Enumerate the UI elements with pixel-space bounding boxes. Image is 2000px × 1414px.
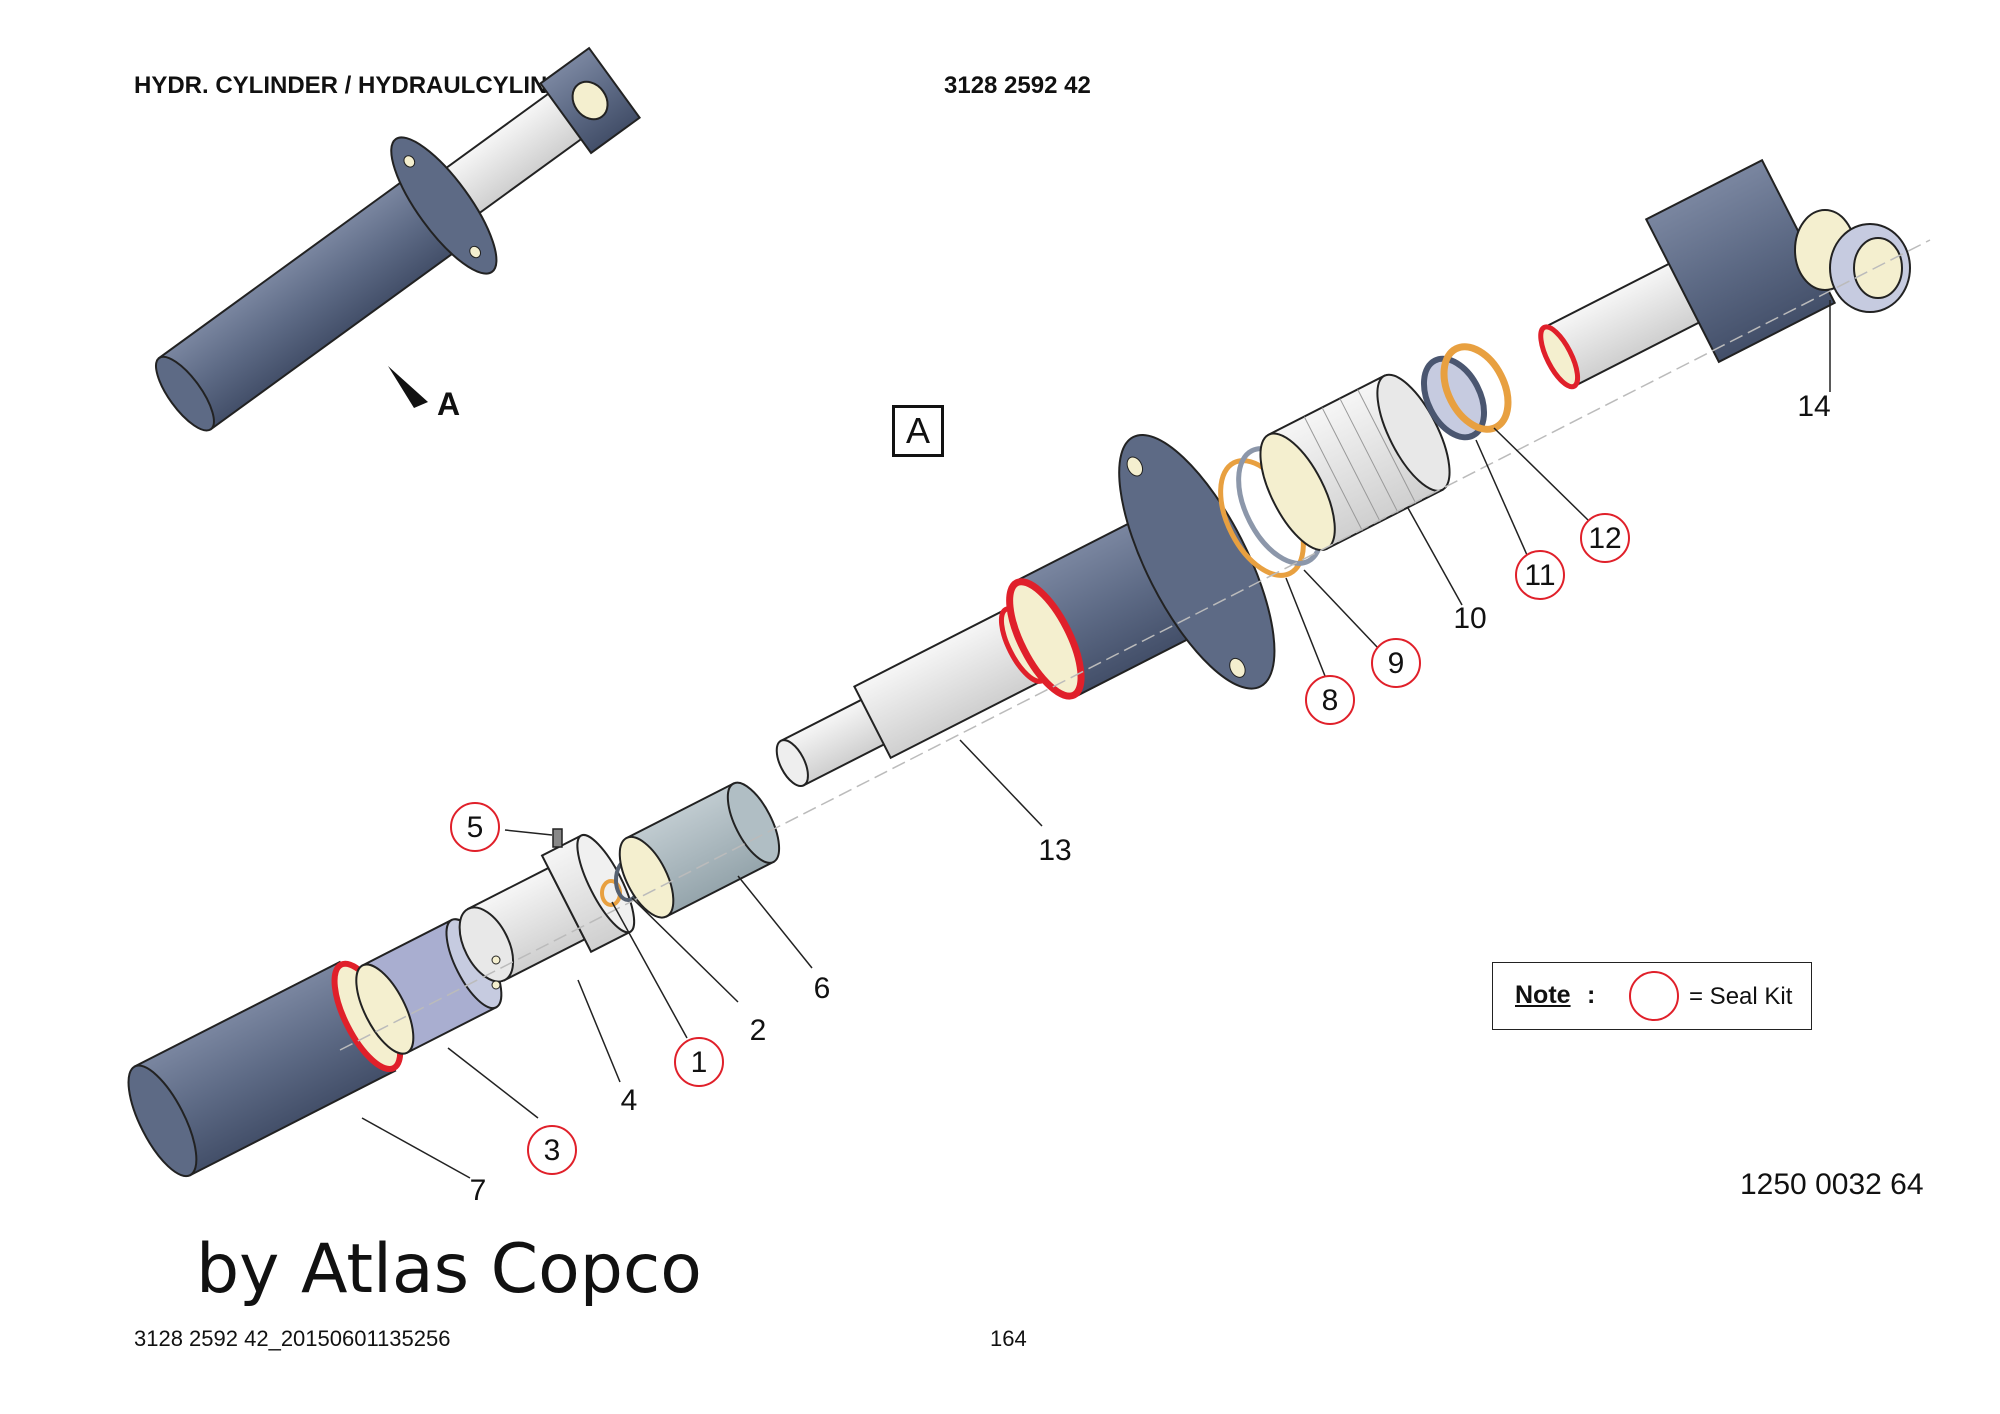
part-label-12: 12 [1588,522,1621,555]
note-text: = Seal Kit [1689,983,1793,1010]
part-label-14: 14 [1797,390,1830,423]
center-axis-line [339,239,1931,1051]
note-label: Note [1515,981,1571,1009]
leader-lines [361,300,1831,1179]
drawing-number: 1250 0032 64 [1740,1168,1924,1201]
overview-barrel-end [155,355,215,432]
part-label-1: 1 [691,1046,708,1079]
overview-barrel [157,174,464,431]
part-13-piston-rod [775,606,1050,787]
seal-kit-circle-1 [674,1037,724,1087]
seal-kit-circle-9 [1371,638,1421,688]
part-label-6: 6 [814,972,831,1005]
seal-kit-circle-8 [1305,675,1355,725]
part-label-7: 7 [470,1174,487,1207]
overview-flange [390,136,498,275]
diagram-title: HYDR. CYLINDER / HYDRAULCYLINDER [134,72,599,99]
footer-file-id: 3128 2592 42_20150601135256 [134,1326,451,1351]
part-6-sleeve [618,781,781,919]
cylinder-head-housing [1006,433,1276,700]
watermark-text: by Atlas Copco [196,1230,702,1309]
seal-kit-circle-5 [450,802,500,852]
note-colon: : [1587,981,1596,1009]
part-label-13: 13 [1038,834,1071,867]
part-label-2: 2 [750,1014,767,1047]
part-label-5: 5 [467,811,484,844]
part-label-10: 10 [1453,602,1486,635]
red-circle-icon [1629,971,1679,1021]
part-label-4: 4 [621,1084,638,1117]
part-label-11: 11 [1524,559,1555,592]
seal-kit-circle-12 [1580,513,1630,563]
part-5-set-screw [552,828,563,848]
doc-number: 3128 2592 42 [944,72,1091,99]
seal-kit-circle-11 [1515,550,1565,600]
view-a-box-label: A [892,405,944,457]
part-10-gland [1259,373,1451,552]
part-label-3: 3 [544,1134,561,1167]
part-3-bushing [355,918,503,1055]
part-14-rod-eye [1538,158,1911,390]
part-label-8: 8 [1322,684,1339,717]
view-a-arrow-icon [388,366,428,408]
part-11-wiper [1420,355,1488,441]
view-a-callout-label: A [437,386,461,422]
footer-page-number: 164 [990,1326,1027,1351]
part-labels: 1 2 3 4 5 6 7 8 9 10 11 12 13 14 [450,390,1831,1207]
seal-kit-circle-3 [527,1125,577,1175]
part-label-9: 9 [1388,647,1405,680]
part-12-ring [1440,343,1512,433]
overview-cylinder [155,46,642,432]
seal-kit-note: Note : = Seal Kit [1492,962,1812,1030]
